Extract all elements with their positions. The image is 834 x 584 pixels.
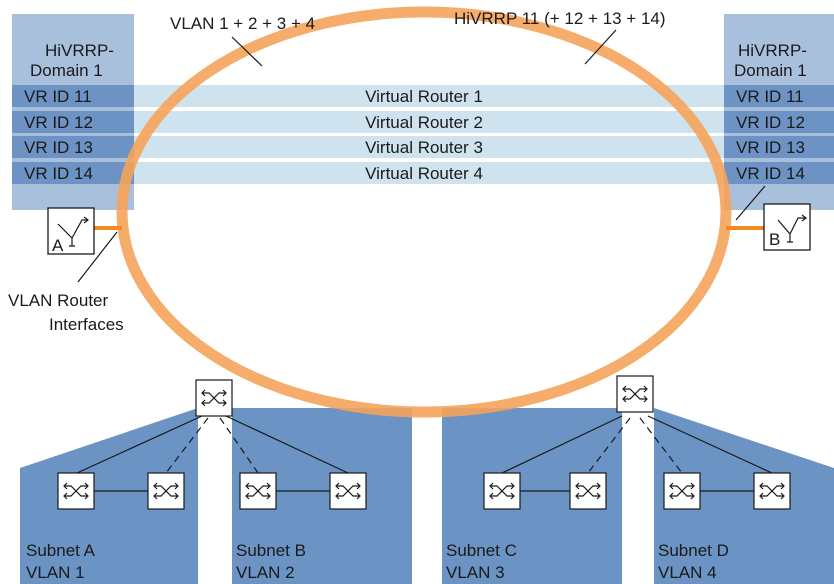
subnet-c-switch-2-icon (569, 472, 607, 510)
subnet-c-name: Subnet C (446, 541, 517, 560)
router-a-label: A (52, 236, 64, 255)
router-a-icon (47, 207, 95, 255)
domain-left-line2: Domain 1 (30, 61, 103, 80)
interface-label-line2: Interfaces (49, 315, 124, 334)
domain-right-line2: Domain 1 (734, 61, 807, 80)
virtual-router-4-label: Virtual Router 4 (365, 164, 483, 183)
vr-id-right-13: VR ID 13 (736, 138, 805, 157)
hivrrp-pointer-line (584, 29, 617, 65)
subnet-a-vlan: VLAN 1 (26, 563, 85, 582)
interface-pointer-b (735, 185, 766, 221)
vr-id-cells (12, 85, 834, 184)
subnet-a-switch-2-icon (147, 472, 185, 510)
subnet-b-switch-1-icon (239, 472, 277, 510)
vr-id-right-11: VR ID 11 (736, 87, 804, 106)
virtual-router-bands (12, 85, 834, 184)
router-b-icon (763, 203, 811, 251)
vlan-list-label: VLAN 1 + 2 + 3 + 4 (170, 14, 315, 33)
subnet-panels (20, 408, 834, 584)
subnet-b-vlan: VLAN 2 (236, 563, 295, 582)
subnet-d-name: Subnet D (658, 541, 729, 560)
domain-right-line1: HiVRRP- (738, 41, 807, 60)
vr-id-right-12: VR ID 12 (736, 113, 805, 132)
subnet-d-switch-2-icon (753, 472, 791, 510)
subnet-links (76, 415, 773, 492)
interface-pointer-a (77, 231, 118, 283)
subnet-b-switch-2-icon (329, 472, 367, 510)
core-switch-left-icon (195, 379, 233, 417)
subnet-a-panel (20, 408, 198, 584)
router-b-label: B (769, 230, 780, 249)
subnet-a-name: Subnet A (26, 541, 96, 560)
virtual-router-1-label: Virtual Router 1 (365, 87, 483, 106)
vlan-ring (116, 6, 732, 418)
subnet-a-switch-1-icon (57, 472, 95, 510)
subnet-d-switch-1-icon (663, 472, 701, 510)
interface-label-line1: VLAN Router (8, 291, 108, 310)
vr-id-left-11: VR ID 11 (24, 87, 92, 106)
vr-id-left-12: VR ID 12 (24, 113, 93, 132)
subnet-c-vlan: VLAN 3 (446, 563, 505, 582)
core-switch-right-icon (616, 375, 654, 413)
virtual-router-3-label: Virtual Router 3 (365, 138, 483, 157)
vr-id-left-13: VR ID 13 (24, 138, 93, 157)
subnet-d-panel (654, 408, 834, 584)
vr-id-left-14: VR ID 14 (24, 164, 93, 183)
subnet-b-name: Subnet B (236, 541, 306, 560)
domain-left-line1: HiVRRP- (45, 41, 114, 60)
virtual-router-2-label: Virtual Router 2 (365, 113, 483, 132)
vlan-pointer-line (231, 36, 263, 67)
hivrrp-list-label: HiVRRP 11 (+ 12 + 13 + 14) (454, 9, 666, 28)
vr-id-right-14: VR ID 14 (736, 164, 805, 183)
subnet-c-switch-1-icon (483, 472, 521, 510)
subnet-d-vlan: VLAN 4 (658, 563, 717, 582)
